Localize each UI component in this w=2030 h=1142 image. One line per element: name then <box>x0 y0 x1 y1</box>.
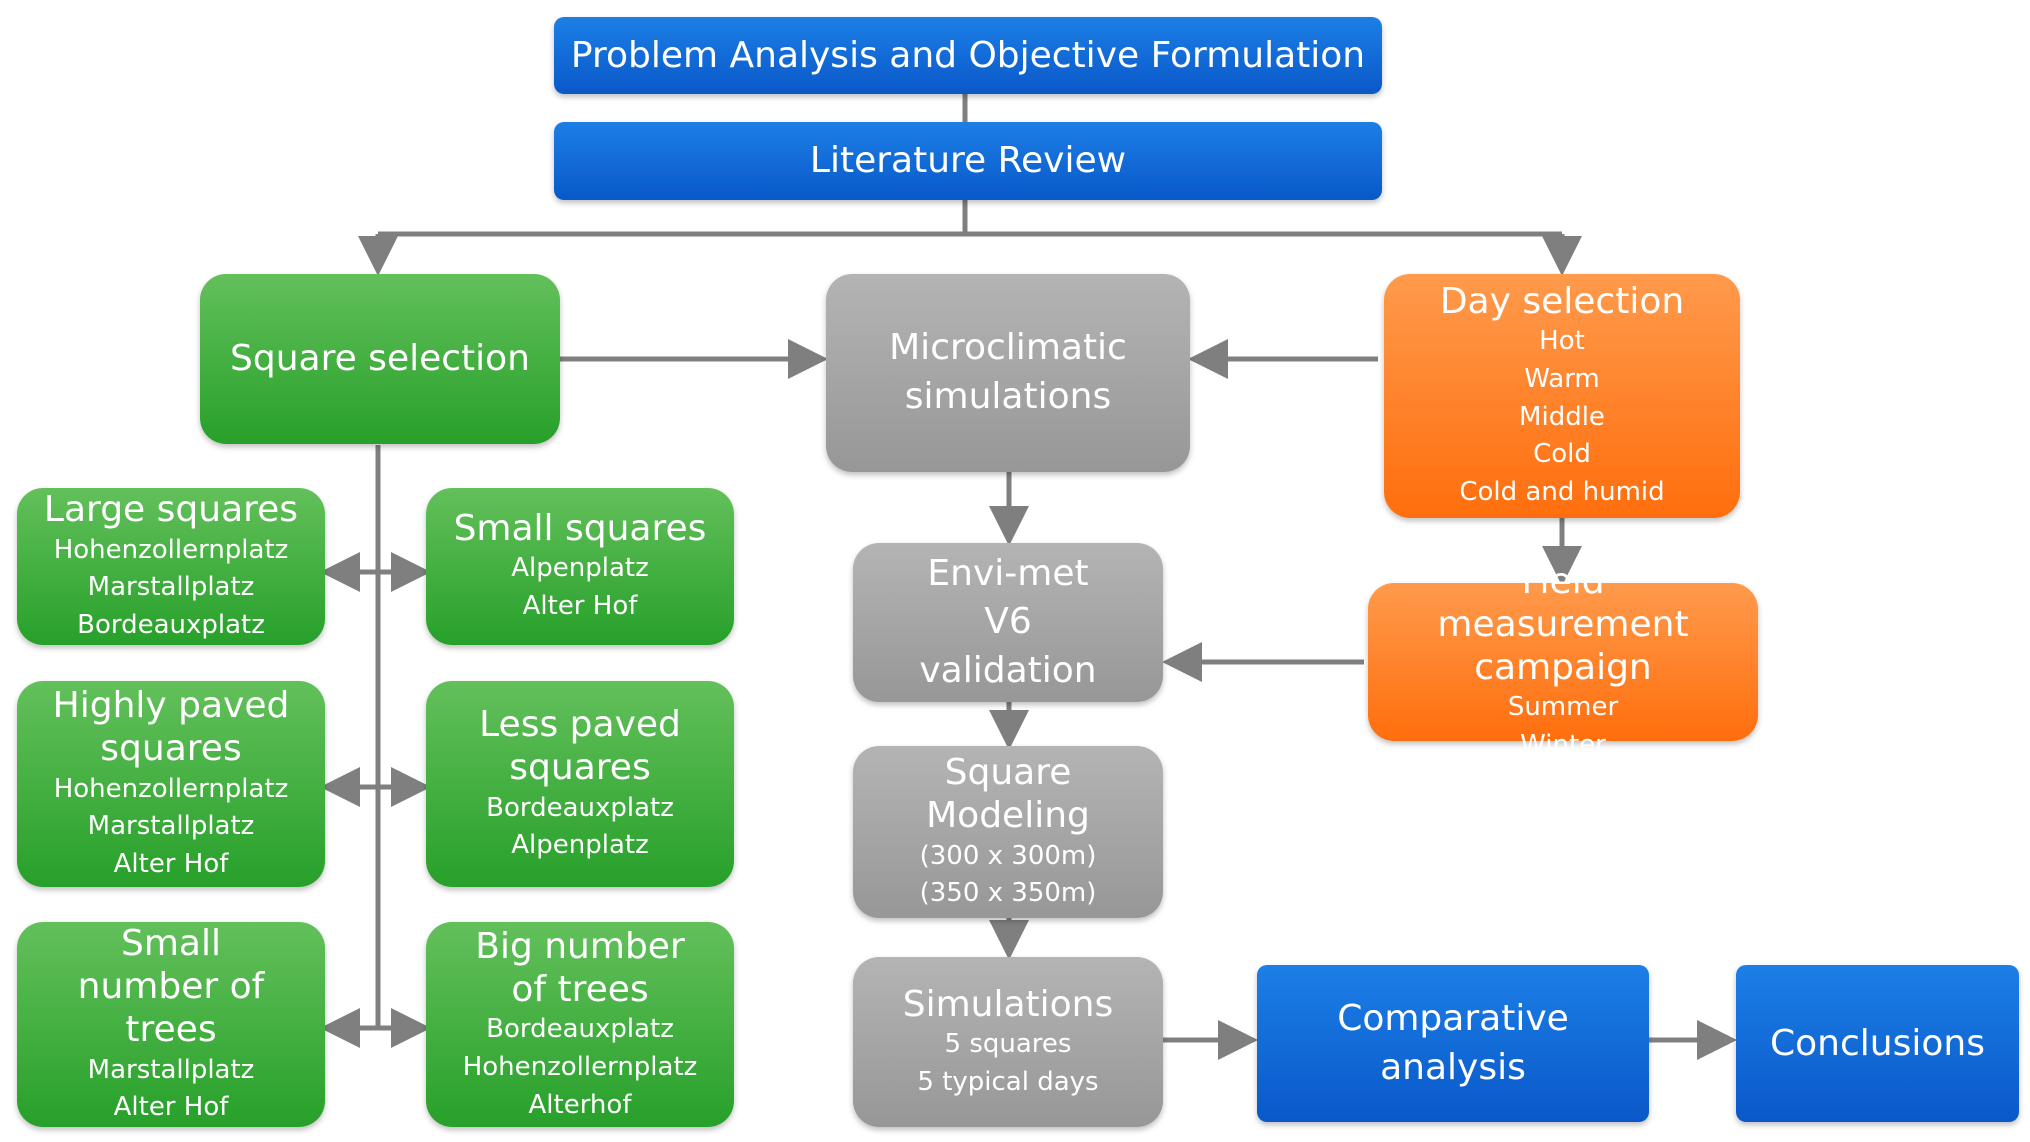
day-selection-item: Middle <box>1519 401 1605 432</box>
less-paved-item: Alpenplatz <box>511 830 649 861</box>
day-selection-item: Warm <box>1524 364 1600 395</box>
day-selection-item: Cold <box>1533 439 1591 470</box>
highly-paved-box: Highly paved squares Hohenzollernplatz M… <box>17 681 325 887</box>
highly-paved-item: Hohenzollernplatz <box>53 773 289 804</box>
big-trees-item: Bordeauxplatz <box>486 1014 674 1045</box>
comparative-analysis-label: Comparative analysis <box>1337 997 1569 1088</box>
field-campaign-box: Field measurement campaign Summer Winter <box>1368 561 1758 760</box>
square-modeling-item: (300 x 300m) <box>919 840 1097 871</box>
less-paved-item: Bordeauxplatz <box>486 792 674 823</box>
square-modeling-item: (350 x 350m) <box>919 878 1097 909</box>
validation-box: Envi-met V6 validation <box>853 543 1163 702</box>
microclimatic-simulations-box: Microclimatic simulations <box>826 274 1190 472</box>
day-selection-item: Hot <box>1539 326 1585 357</box>
small-trees-title: Small number of trees <box>77 923 265 1051</box>
large-squares-item: Bordeauxplatz <box>77 609 265 640</box>
literature-review-box: Literature Review <box>554 122 1382 200</box>
less-paved-box: Less paved squares Bordeauxplatz Alpenpl… <box>426 681 734 887</box>
simulations-box: Simulations 5 squares 5 typical days <box>853 957 1163 1127</box>
day-selection-box: Day selection Hot Warm Middle Cold Cold … <box>1384 274 1740 518</box>
field-campaign-item: Winter <box>1520 729 1606 760</box>
small-trees-item: Alter Hof <box>113 1092 229 1123</box>
literature-review-label: Literature Review <box>809 140 1127 182</box>
small-squares-box: Small squares Alpenplatz Alter Hof <box>426 488 734 645</box>
microclimatic-simulations-label: Microclimatic simulations <box>889 327 1127 417</box>
less-paved-title: Less paved squares <box>479 704 681 789</box>
small-squares-title: Small squares <box>453 508 707 550</box>
highly-paved-item: Marstallplatz <box>87 811 255 842</box>
big-trees-item: Alterhof <box>528 1089 632 1120</box>
comparative-analysis-box: Comparative analysis <box>1257 965 1649 1122</box>
field-campaign-item: Summer <box>1507 692 1619 723</box>
day-selection-item: Cold and humid <box>1459 477 1665 508</box>
highly-paved-title: Highly paved squares <box>52 685 290 770</box>
simulations-item: 5 typical days <box>917 1066 1099 1097</box>
validation-label: Envi-met V6 validation <box>919 552 1097 691</box>
large-squares-item: Hohenzollernplatz <box>53 534 289 565</box>
small-squares-item: Alter Hof <box>522 591 638 622</box>
square-selection-box: Square selection <box>200 274 560 444</box>
large-squares-box: Large squares Hohenzollernplatz Marstall… <box>17 488 325 645</box>
conclusions-box: Conclusions <box>1736 965 2019 1122</box>
problem-analysis-label: Problem Analysis and Objective Formulati… <box>570 34 1366 76</box>
field-campaign-title: Field measurement campaign <box>1437 560 1689 688</box>
small-squares-item: Alpenplatz <box>511 553 649 584</box>
square-modeling-box: Square Modeling (300 x 300m) (350 x 350m… <box>853 746 1163 918</box>
large-squares-item: Marstallplatz <box>87 572 255 603</box>
simulations-title: Simulations <box>902 983 1114 1025</box>
highly-paved-item: Alter Hof <box>113 849 229 880</box>
square-selection-label: Square selection <box>230 338 530 380</box>
day-selection-title: Day selection <box>1439 281 1685 323</box>
big-trees-item: Hohenzollernplatz <box>462 1051 698 1082</box>
large-squares-title: Large squares <box>43 489 299 531</box>
big-trees-box: Big number of trees Bordeauxplatz Hohenz… <box>426 922 734 1127</box>
small-trees-item: Marstallplatz <box>87 1054 255 1085</box>
big-trees-title: Big number of trees <box>475 925 685 1010</box>
problem-analysis-box: Problem Analysis and Objective Formulati… <box>554 17 1382 94</box>
square-modeling-title: Square Modeling <box>926 752 1090 837</box>
connector-literature-split <box>378 200 968 237</box>
simulations-item: 5 squares <box>944 1028 1072 1059</box>
small-trees-box: Small number of trees Marstallplatz Alte… <box>17 922 325 1127</box>
conclusions-label: Conclusions <box>1770 1022 1985 1064</box>
